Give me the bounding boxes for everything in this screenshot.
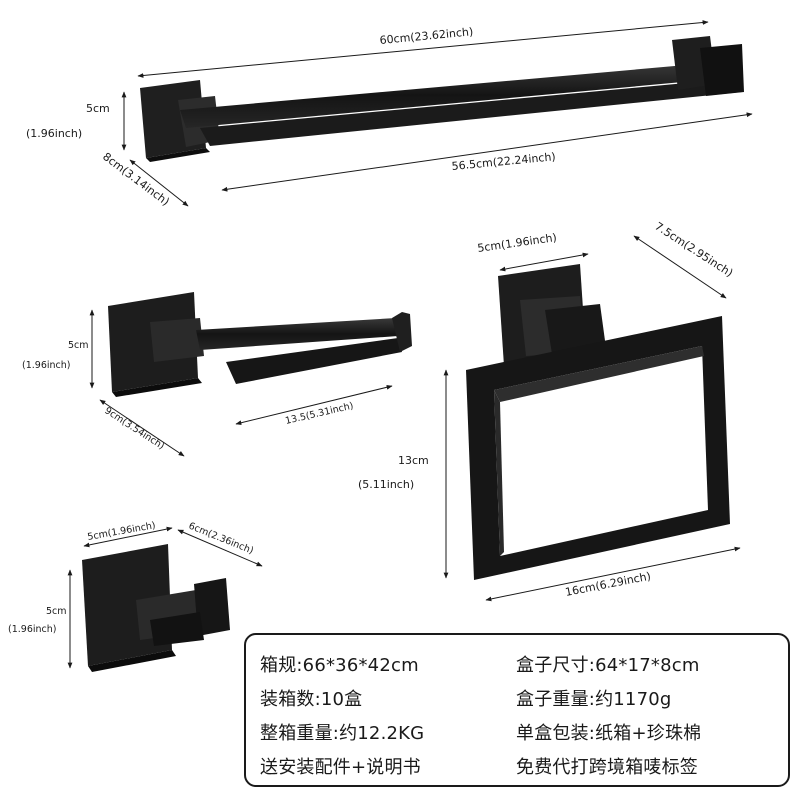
towel-bar-image — [140, 36, 744, 162]
dim-label-ring-depth: 7.5cm(2.95inch) — [652, 220, 735, 280]
towel-ring-image — [466, 264, 730, 580]
spec-packaging: 单盒包装:纸箱+珍珠棉 — [516, 723, 702, 744]
paper-holder-image — [108, 292, 412, 397]
dim-label-ring-height-in: (5.11inch) — [358, 478, 414, 491]
dim-line-hook-depth — [177, 529, 263, 567]
dim-label-holder-height-in: (1.96inch) — [22, 360, 70, 371]
spec-carton-weight: 整箱重量:约12.2KG — [260, 723, 425, 744]
dim-line-holder-length — [235, 384, 393, 426]
dim-label-holder-depth: 9cm(3.54inch) — [102, 405, 166, 452]
spec-box: 箱规:66*36*42cm 装箱数:10盒 整箱重量:约12.2KG 送安装配件… — [244, 633, 790, 787]
dim-label-towelbar-height-in: (1.96inch) — [26, 127, 82, 140]
dim-label-holder-height-cm: 5cm — [68, 340, 89, 351]
dim-label-holder-length: 13.5(5.31inch) — [284, 401, 354, 427]
robe-hook-image — [82, 544, 230, 672]
dim-label-ring-height-cm: 13cm — [398, 454, 429, 467]
spec-box-size: 盒子尺寸:64*17*8cm — [516, 655, 700, 676]
dim-label-hook-height-cm: 5cm — [46, 606, 67, 617]
dim-line-ring-depth — [633, 235, 727, 299]
dim-label-towelbar-bar: 56.5cm(22.24inch) — [451, 150, 556, 173]
spec-carton-quantity: 装箱数:10盒 — [260, 689, 363, 710]
dim-label-towelbar-height-cm: 5cm — [86, 102, 110, 115]
dim-label-hook-plate-width: 5cm(1.96inch) — [87, 520, 157, 543]
dim-line-holder-depth — [99, 399, 185, 457]
spec-shipping-label: 免费代打跨境箱唛标签 — [516, 757, 698, 778]
dim-line-ring-plate-width — [499, 252, 589, 272]
spec-box-weight: 盒子重量:约1170g — [516, 689, 672, 710]
dim-line-hook-plate-width — [83, 526, 173, 548]
dim-line-towelbar-overall — [137, 20, 709, 78]
dim-label-ring-width: 16cm(6.29inch) — [564, 570, 652, 599]
dim-line-towelbar-depth — [129, 159, 189, 207]
dim-label-ring-plate-width: 5cm(1.96inch) — [477, 231, 558, 255]
dim-line-ring-width — [485, 546, 741, 602]
dim-label-hook-height-in: (1.96inch) — [8, 624, 56, 635]
dim-label-towelbar-overall: 60cm(23.62inch) — [379, 25, 474, 47]
dim-line-towelbar-bar — [221, 112, 753, 192]
spec-carton-size: 箱规:66*36*42cm — [260, 655, 419, 676]
spec-accessories: 送安装配件+说明书 — [260, 757, 421, 778]
